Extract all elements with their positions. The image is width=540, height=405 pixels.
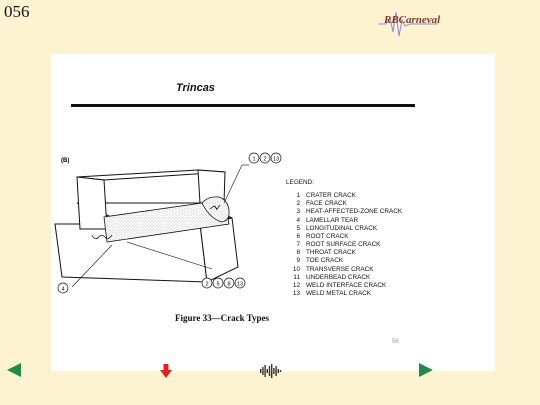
triangle-right-icon [419,363,433,377]
legend-item: 2 FACE CRACK [286,200,402,208]
crack-lines-left [91,234,113,240]
arrow-down-icon [160,364,172,378]
legend-item: 4 LAMELLAR TEAR [286,217,402,225]
next-slide-button[interactable] [418,362,434,383]
legend-item: 6 ROOT CRACK [286,233,402,241]
legend-item: 5 LONGITUDINAL CRACK [286,225,402,233]
figure-caption: Figure 33—Crack Types [175,313,269,323]
legend-item-text: FACE CRACK [306,200,347,208]
legend-header: LEGEND: [286,179,315,186]
legend-item-text: ROOT CRACK [306,232,349,240]
legend-item: 13 WELD METAL CRACK [286,290,402,298]
legend-item: 12 WELD INTERFACE CRACK [286,282,402,290]
crack-lines [209,204,221,211]
legend-item-number: 9 [296,257,300,265]
slide-number: 056 [4,2,30,21]
svg-text:8: 8 [227,282,230,288]
svg-text:4: 4 [61,287,64,293]
legend-item-text: WELD METAL CRACK [306,290,371,298]
svg-text:13: 13 [273,157,279,163]
legend-item-number: 5 [296,224,300,232]
callout-left: 4 [57,282,69,294]
legend-item-text: TRANSVERSE CRACK [306,265,374,273]
callout-top: 1 2 13 [248,152,282,164]
legend-item: 3 HEAT-AFFECTED-ZONE CRACK [286,208,402,216]
legend-item: 1 CRATER CRACK [286,192,402,200]
legend-item-number: 4 [296,216,300,224]
audio-waveform-icon [260,364,282,378]
legend-item-text: TOE CRACK [306,257,344,265]
legend-item: 7 ROOT SURFACE CRACK [286,241,402,249]
legend-item: 8 THROAT CRACK [286,249,402,257]
legend-item-number: 2 [296,200,300,208]
legend-list: 1 CRATER CRACK 2 FACE CRACK 3 HEAT-AFFECTED-Z… [286,192,402,298]
legend-item-number: 6 [296,232,300,240]
logo-text: RBCarneval [384,14,441,26]
weld-end [201,196,230,223]
legend: LEGEND: 1 CRATER CRACK 2 FACE CRACK 3 HEAT-AF… [286,179,402,298]
title-rule [71,104,415,107]
legend-item-text: WELD INTERFACE CRACK [306,281,387,289]
legend-item-number: 13 [292,290,300,298]
legend-item-text: LAMELLAR TEAR [306,216,359,224]
legend-item: 10 TRANSVERSE CRACK [286,266,402,274]
logo-waveform-icon [378,11,438,37]
prev-slide-button[interactable] [6,362,22,383]
legend-item-text: THROAT CRACK [306,249,356,257]
logo: RBCarneval [378,8,441,40]
legend-item-number: 1 [296,192,300,200]
legend-item-text: LONGITUDINAL CRACK [306,224,378,232]
legend-item: 11 UNDERBEAD CRACK [286,274,402,282]
figure-panel-label: (B) [61,158,69,164]
legend-item-text: UNDERBEAD CRACK [306,273,371,281]
legend-item-number: 10 [292,265,300,273]
audio-button[interactable] [260,364,282,383]
triangle-left-icon [7,363,21,377]
legend-item-text: HEAT-AFFECTED-ZONE CRACK [306,208,403,216]
crack-types-figure: (B) 1 2 13 2 5 8 13 4 [54,152,282,294]
svg-text:5: 5 [216,282,219,288]
legend-item-number: 11 [293,273,300,281]
legend-item-number: 7 [296,241,300,249]
svg-text:1: 1 [252,157,255,163]
slide-title: Trincas [176,82,215,94]
legend-item-number: 8 [296,249,300,257]
svg-text:13: 13 [237,282,243,288]
page-number: 56 [392,339,399,345]
legend-item-text: CRATER CRACK [306,192,356,200]
legend-item-number: 12 [292,281,300,289]
callout-bottom: 2 5 8 13 [201,277,246,289]
svg-text:2: 2 [263,157,266,163]
legend-item-text: ROOT SURFACE CRACK [306,241,381,249]
legend-item: 9 TOE CRACK [286,257,402,265]
down-button[interactable] [160,364,172,383]
legend-item-number: 3 [296,208,300,216]
upright-front [76,176,108,230]
svg-text:2: 2 [205,282,208,288]
